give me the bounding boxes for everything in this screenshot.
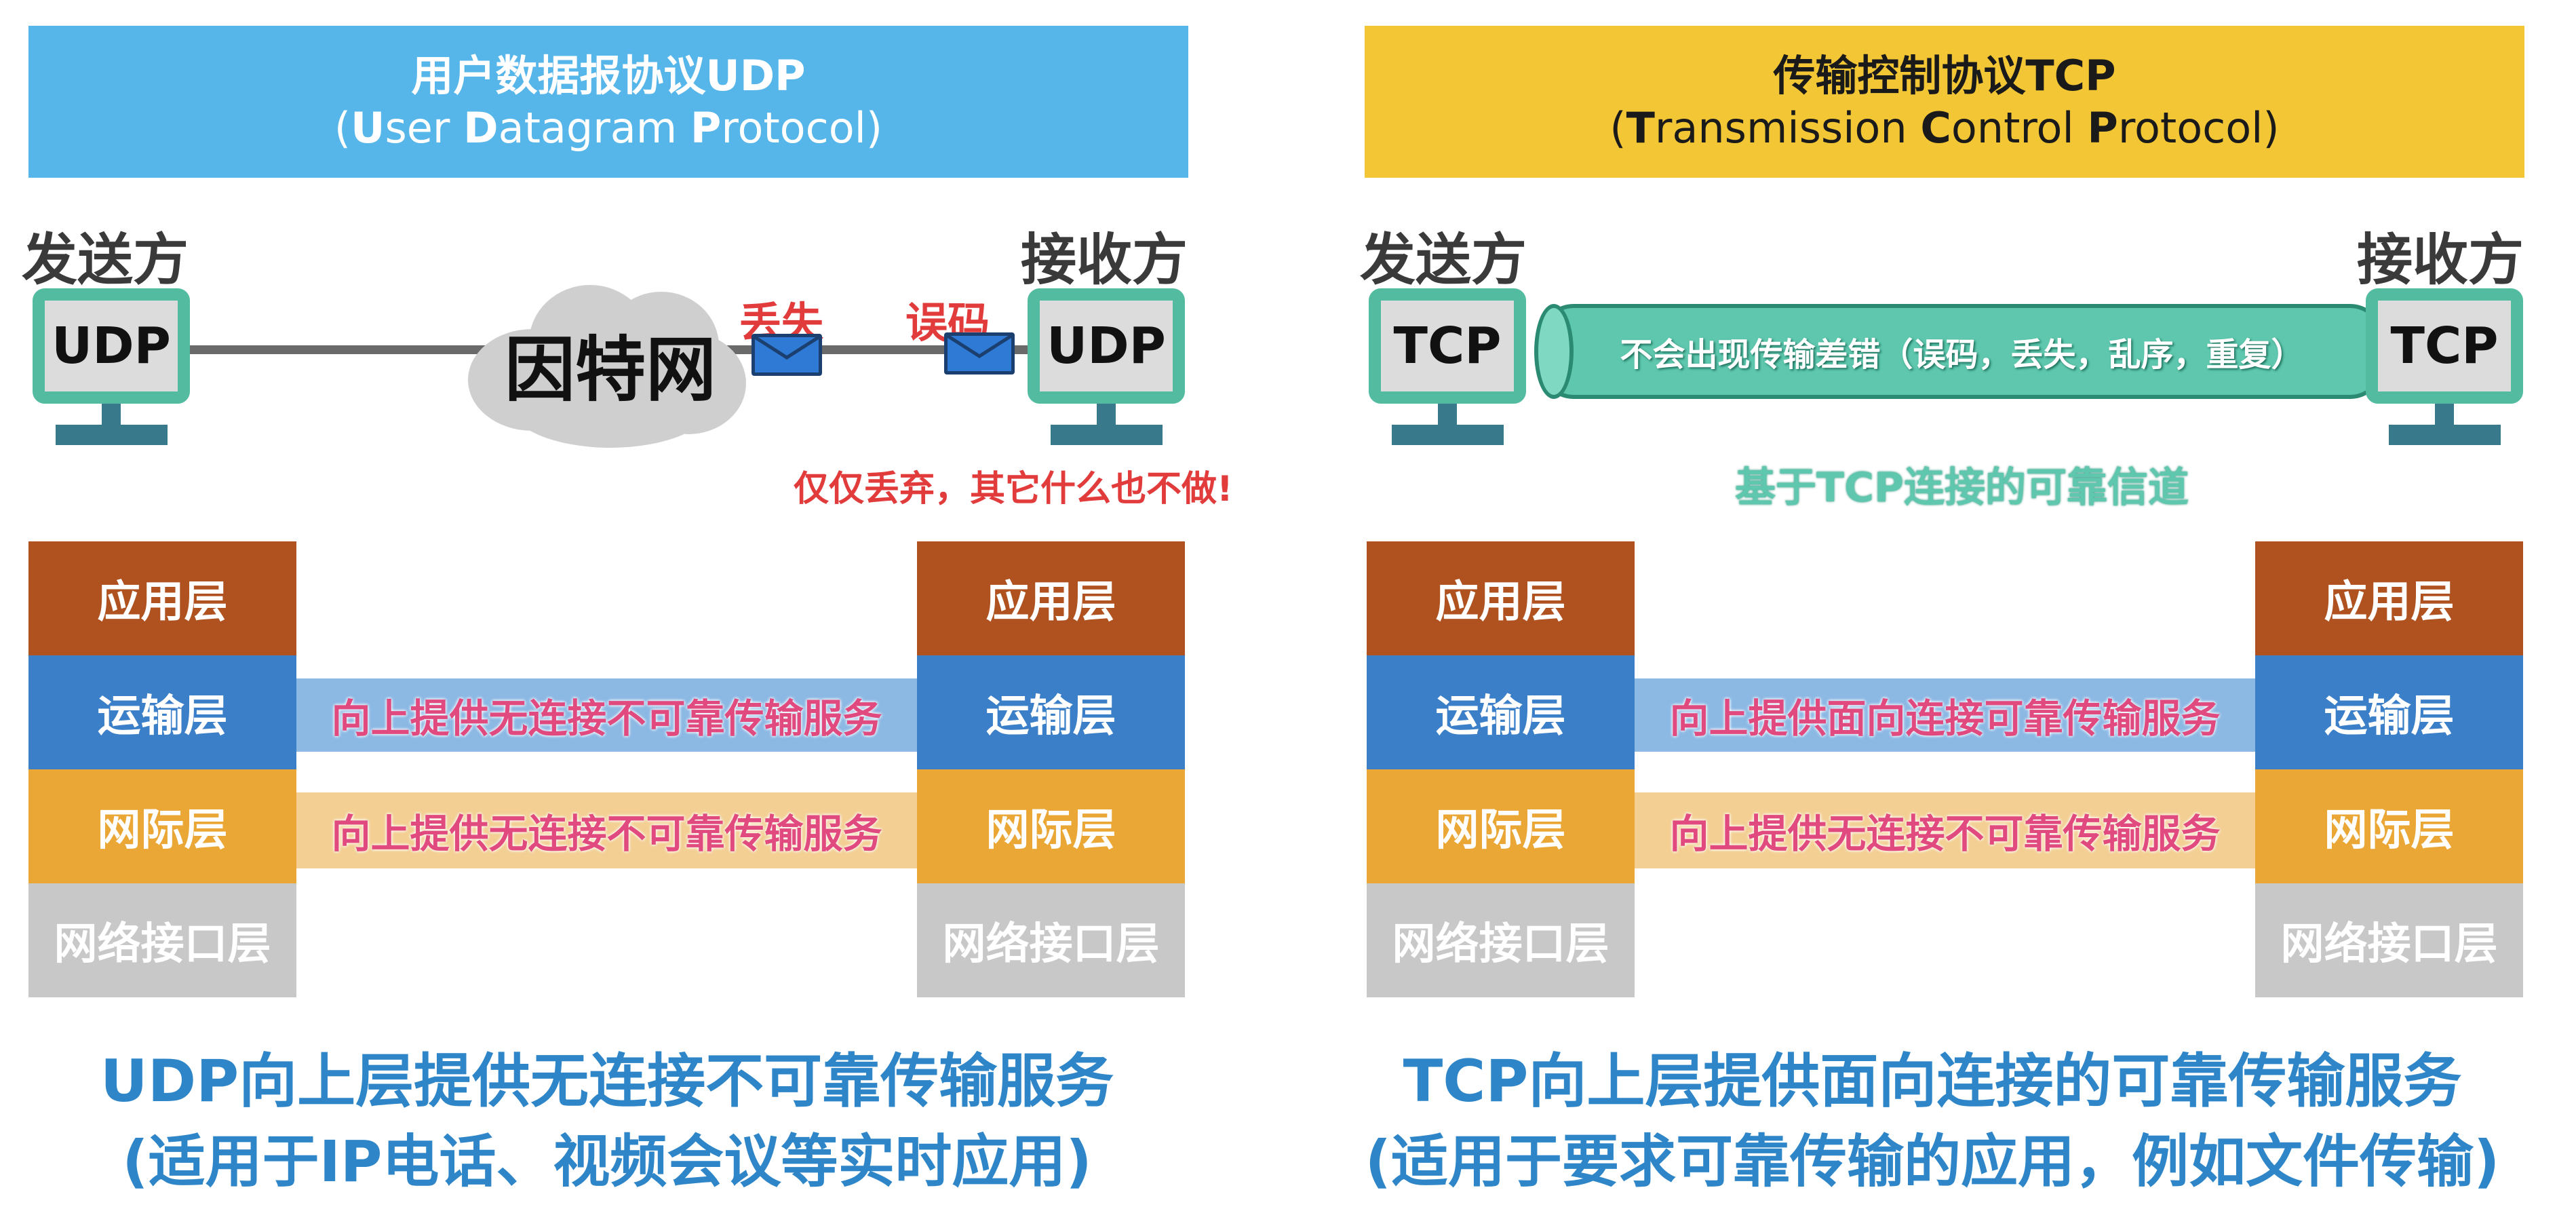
udp-receiver-transport-layer: 运输层 (917, 655, 1185, 769)
udp-title-english: (User Datagram Protocol) (334, 103, 883, 153)
tcp-sender-base (1392, 425, 1504, 445)
tcp-receiver-transport-layer: 运输层 (2255, 655, 2523, 769)
tcp-sender-application-layer: 应用层 (1367, 541, 1635, 655)
tcp-receiver-internet-layer: 网际层 (2255, 769, 2523, 883)
tcp-sender-internet-layer: 网际层 (1367, 769, 1635, 883)
tcp-receiver-link-layer: 网络接口层 (2255, 883, 2523, 997)
tcp-receiver-computer-label: TCP (2390, 317, 2499, 375)
tcp-reliable-pipe: 不会出现传输差错（误码，丢失，乱序，重复） (1540, 304, 2384, 399)
tcp-receiver-base (2389, 425, 2501, 445)
udp-receiver-application-layer: 应用层 (917, 541, 1185, 655)
udp-summary-note: (适用于IP电话、视频会议等实时应用) (122, 1128, 1092, 1195)
tcp-receiver-application-layer: 应用层 (2255, 541, 2523, 655)
udp-internet-service-band: 向上提供无连接不可靠传输服务 (296, 792, 917, 868)
lost-envelope-icon (752, 334, 822, 376)
tcp-title-english: (Transmission Control Protocol) (1609, 103, 2280, 153)
udp-receiver-base (1051, 425, 1163, 445)
internet-cloud: 因特网 (461, 265, 760, 461)
udp-drop-note: 仅仅丢弃，其它什么也不做! (794, 469, 1233, 510)
udp-receiver-link-layer: 网络接口层 (917, 883, 1185, 997)
tcp-sender-computer-label: TCP (1393, 317, 1502, 375)
udp-transport-service-text: 向上提供无连接不可靠传输服务 (331, 695, 882, 742)
tcp-pipe-text: 不会出现传输差错（误码，丢失，乱序，重复） (1620, 336, 2304, 374)
error-envelope-icon (944, 332, 1015, 375)
udp-sender-computer-label: UDP (52, 317, 171, 375)
tcp-summary-note: (适用于要求可靠传输的应用，例如文件传输) (1365, 1128, 2500, 1195)
udp-sender-transport-layer: 运输层 (28, 655, 296, 769)
tcp-title: 传输控制协议TCP (1773, 50, 2116, 100)
udp-receiver-computer: UDP (1028, 288, 1185, 404)
udp-receiver-label: 接收方 (1021, 228, 1188, 292)
tcp-receiver-label: 接收方 (2357, 228, 2524, 292)
udp-sender-computer: UDP (33, 288, 190, 404)
tcp-transport-service-band: 向上提供面向连接可靠传输服务 (1635, 678, 2255, 752)
tcp-receiver-computer: TCP (2366, 288, 2523, 404)
udp-title: 用户数据报协议UDP (411, 50, 806, 100)
tcp-pipe-end (1534, 304, 1574, 399)
tcp-sender-stand (1438, 404, 1457, 427)
tcp-internet-service-text: 向上提供无连接不可靠传输服务 (1669, 811, 2221, 857)
udp-receiver-computer-label: UDP (1047, 317, 1166, 375)
udp-summary: UDP向上层提供无连接不可靠传输服务 (100, 1047, 1114, 1115)
tcp-sender-link-layer: 网络接口层 (1367, 883, 1635, 997)
tcp-sender-label: 发送方 (1360, 228, 1527, 292)
udp-sender-internet-layer: 网际层 (28, 769, 296, 883)
tcp-transport-service-text: 向上提供面向连接可靠传输服务 (1669, 695, 2221, 742)
udp-sender-base (56, 425, 168, 445)
udp-receiver-stand (1097, 404, 1116, 427)
tcp-channel-caption: 基于TCP连接的可靠信道 (1735, 463, 2189, 512)
udp-transport-service-band: 向上提供无连接不可靠传输服务 (296, 678, 917, 752)
tcp-internet-service-band: 向上提供无连接不可靠传输服务 (1635, 792, 2255, 868)
udp-sender-label: 发送方 (22, 228, 189, 292)
udp-sender-link-layer: 网络接口层 (28, 883, 296, 997)
udp-title-banner: 用户数据报协议UDP (User Datagram Protocol) (28, 26, 1188, 178)
tcp-summary: TCP向上层提供面向连接的可靠传输服务 (1403, 1047, 2462, 1115)
tcp-sender-computer: TCP (1369, 288, 1526, 404)
udp-sender-application-layer: 应用层 (28, 541, 296, 655)
udp-receiver-internet-layer: 网际层 (917, 769, 1185, 883)
udp-sender-stand (102, 404, 121, 427)
udp-link-line-left (190, 345, 495, 354)
tcp-receiver-stand (2435, 404, 2454, 427)
tcp-sender-transport-layer: 运输层 (1367, 655, 1635, 769)
udp-internet-service-text: 向上提供无连接不可靠传输服务 (331, 811, 882, 857)
internet-cloud-label: 因特网 (504, 328, 716, 411)
tcp-title-banner: 传输控制协议TCP (Transmission Control Protocol… (1365, 26, 2524, 178)
